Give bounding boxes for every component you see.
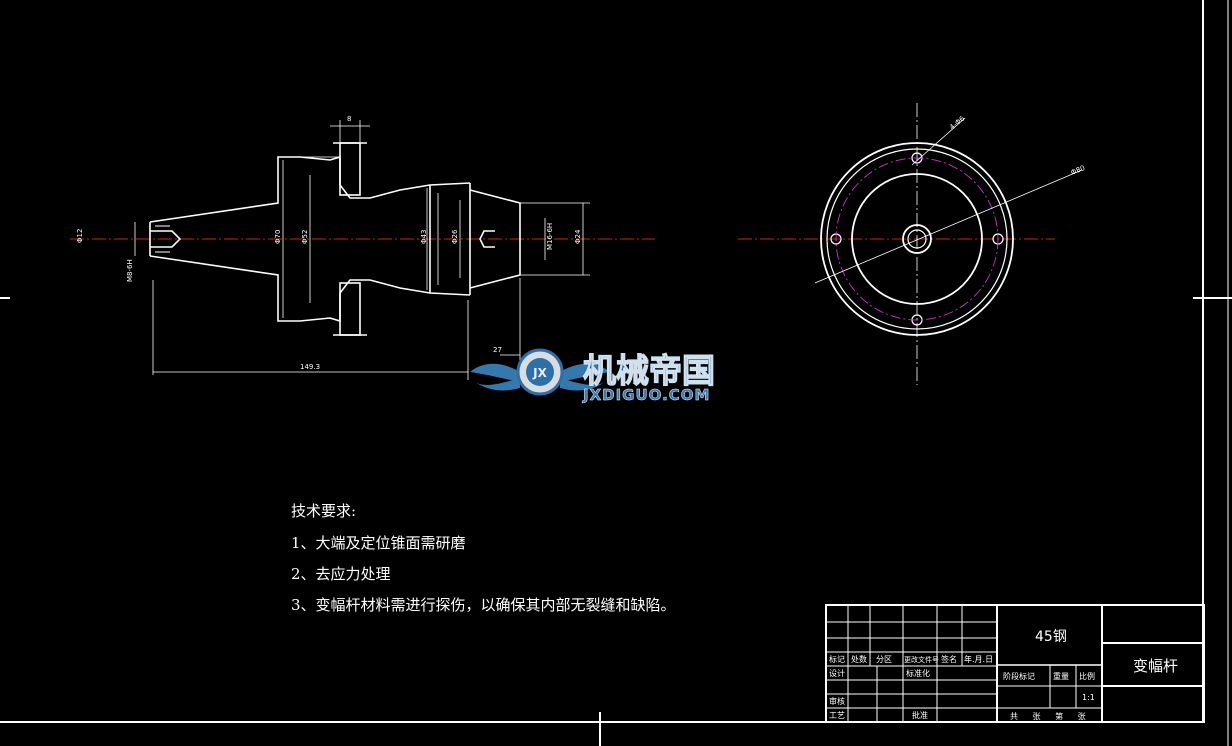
tb-sheet-label: 共 张 第 张 [1010,711,1092,721]
dim-phi12: Φ12 [76,229,84,243]
tb-process: 工艺 [829,711,845,720]
tech-req-item: 1、大端及定位锥面需研磨 [291,534,466,552]
tb-part-name: 变幅杆 [1133,657,1178,675]
tech-req-heading: 技术要求: [291,502,357,520]
watermark: JX 机械帝国 JXDIGUO.COM [470,348,716,404]
dim-pcd: Φ80 [1070,164,1086,177]
tb-stage-label: 阶段标记 [1003,671,1035,681]
pitch-circle [835,157,999,321]
tb-standardize: 标准化 [906,668,930,678]
dim-m16: M16-6H [546,223,554,250]
tb-rev-header: 分区 [876,655,892,664]
dim-m8: M8-6H [126,259,134,282]
dim-length: 149.3 [300,363,320,371]
tb-approve: 批准 [912,710,928,720]
tb-scale-value: 1:1 [1082,693,1095,702]
dim-width: 8 [347,115,351,123]
front-view: 4-Φ6 Φ80 [738,103,1086,385]
dim-holes: 4-Φ6 [948,114,967,131]
tech-req-item: 2、去应力处理 [291,565,391,583]
tb-rev-header: 处数 [851,654,867,664]
watermark-wings-icon [470,363,610,391]
dim-phi52: Φ52 [301,230,309,244]
tb-rev-header: 年.月.日 [964,654,993,664]
watermark-brand: 机械帝国 [583,351,715,390]
tb-rev-header: 更改文件号 [904,655,939,664]
dim-phi43: Φ43 [420,230,428,244]
watermark-domain: JXDIGUO.COM [582,386,710,404]
tb-rev-header: 标记 [829,654,845,664]
title-block [825,604,1205,723]
tech-req-item: 3、变幅杆材料需进行探伤，以确保其内部无裂缝和缺陷。 [291,596,676,614]
tb-review: 审核 [829,696,845,706]
watermark-gear-icon: JX [516,348,564,396]
tb-material: 45钢 [1035,629,1067,645]
tb-rev-header: 签名 [941,654,957,664]
tb-weight-label: 重量 [1053,671,1069,681]
tb-scale-label: 比例 [1079,671,1095,681]
dim-phi26: Φ26 [451,229,459,244]
dim-offset: 27 [493,346,502,354]
dim-phi70: Φ70 [274,230,282,244]
side-view: Φ12 M8-6H Φ70 Φ52 Φ43 Φ26 M16-6H Φ24 8 1… [70,115,655,380]
tb-design: 设计 [829,668,845,678]
dim-phi24: Φ24 [574,229,582,244]
svg-text:JX: JX [532,366,547,380]
